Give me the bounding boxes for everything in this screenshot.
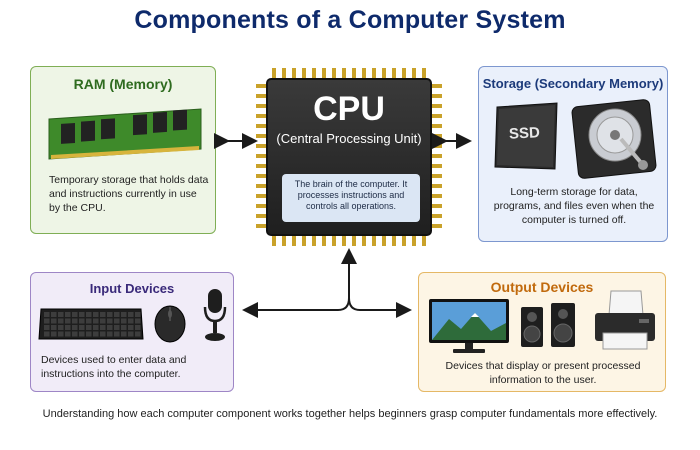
monitor-icon: [429, 299, 509, 353]
ram-box: RAM (Memory) Temporary storage that hold…: [30, 66, 216, 234]
input-devices-title: Input Devices: [89, 281, 175, 296]
footer-note: Understanding how each computer componen…: [42, 408, 658, 420]
mouse-icon: [154, 305, 186, 343]
io-branch-curve: [337, 297, 361, 311]
ram-description: Temporary storage that holds data and in…: [49, 174, 209, 214]
ram-stick-icon: [48, 108, 202, 160]
output-devices-description: Devices that display or present processe…: [445, 360, 641, 386]
storage-box: Storage (Secondary Memory) SSD Long-term…: [478, 66, 668, 242]
ram-title: RAM (Memory): [73, 76, 173, 92]
cpu-subtitle: (Central Processing Unit): [276, 131, 422, 146]
microphone-icon: [203, 289, 227, 341]
ssd-icon: [494, 102, 558, 170]
storage-title: Storage (Secondary Memory): [482, 76, 664, 91]
output-devices-box: Output Devices Devices that display or p…: [418, 272, 666, 392]
output-devices-title: Output Devices: [490, 279, 594, 295]
keyboard-icon: [38, 308, 144, 340]
cpu-title: CPU: [313, 90, 385, 128]
input-devices-description: Devices used to enter data and instructi…: [41, 354, 187, 380]
hard-drive-icon: [571, 99, 657, 179]
cpu-pins-decoration: [256, 68, 442, 246]
cpu-chip: CPU (Central Processing Unit) The brain …: [266, 78, 432, 236]
printer-icon: [595, 290, 655, 350]
storage-description: Long-term storage for data, programs, an…: [493, 186, 655, 226]
cpu-description: The brain of the computer. It processes …: [282, 174, 420, 222]
speakers-icon: [521, 303, 575, 347]
input-devices-box: Input Devices Devices used to enter data…: [30, 272, 234, 392]
diagram-title: Components of a Computer System: [134, 6, 566, 34]
